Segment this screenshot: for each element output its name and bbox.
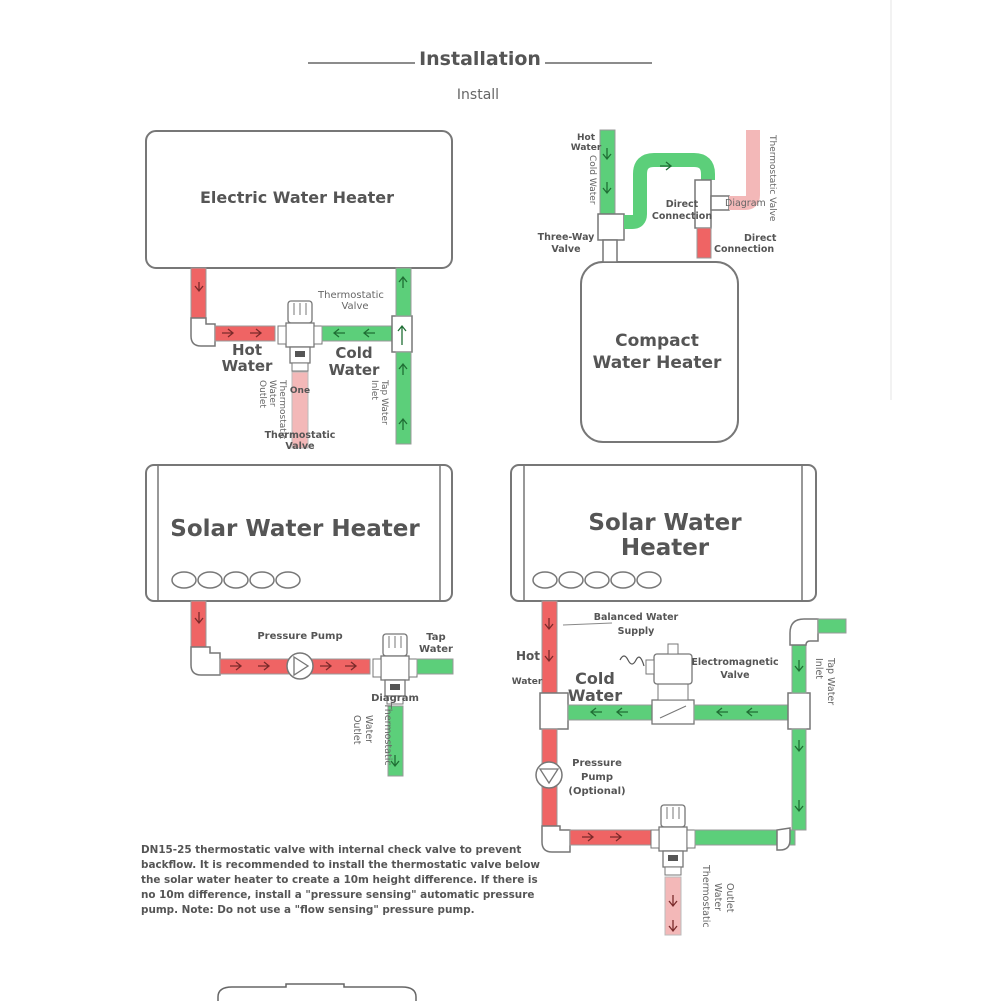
- cold-pipe: [395, 351, 412, 445]
- svg-text:Water: Water: [329, 361, 380, 379]
- tap-water-label: Tap: [426, 632, 445, 643]
- svg-text:Valve: Valve: [551, 244, 580, 255]
- electric-heater-tank: [145, 130, 453, 269]
- cold-pipe: [817, 618, 847, 634]
- svg-text:One: One: [290, 386, 310, 396]
- hot-pipe: [190, 267, 207, 321]
- svg-text:Water: Water: [712, 883, 723, 911]
- svg-text:Valve: Valve: [720, 670, 749, 681]
- svg-text:Connection: Connection: [714, 244, 774, 255]
- svg-text:Tap Water: Tap Water: [379, 379, 389, 425]
- cold-pipe: [791, 728, 807, 831]
- outlet-pipe: [387, 705, 404, 777]
- elbow-fitting: [190, 317, 216, 347]
- svg-text:(Optional): (Optional): [568, 786, 625, 797]
- svg-text:Valve: Valve: [285, 441, 314, 452]
- cold-pipe: [599, 129, 616, 215]
- svg-text:Water: Water: [267, 380, 277, 407]
- thermostatic-valve-icon: [650, 804, 696, 876]
- hot-pipe: [214, 325, 276, 342]
- svg-text:Heater: Heater: [621, 535, 710, 561]
- tap-water-inlet-label: Inlet Tap Water: [369, 379, 389, 425]
- balanced-supply-label: Balanced Water: [594, 612, 679, 623]
- next-heater-tank-partial: [217, 983, 417, 1001]
- svg-text:Outlet: Outlet: [257, 380, 267, 408]
- svg-text:Water: Water: [568, 686, 622, 705]
- svg-text:Hot: Hot: [577, 133, 596, 143]
- pressure-pump-label: Pressure: [572, 758, 622, 769]
- svg-text:Connection: Connection: [652, 211, 712, 222]
- three-way-valve-label: Three-Way: [538, 232, 596, 243]
- cold-pipe: [694, 829, 796, 846]
- svg-text:Tap Water: Tap Water: [825, 657, 836, 705]
- svg-text:Water: Water: [222, 357, 273, 375]
- svg-text:Inlet: Inlet: [369, 380, 379, 400]
- cold-pipe: [321, 325, 393, 342]
- solar-tubes-icon: [171, 571, 301, 589]
- svg-text:Direct: Direct: [666, 199, 699, 210]
- svg-text:Outlet: Outlet: [351, 715, 362, 745]
- hot-water-label: Hot: [516, 649, 540, 663]
- svg-text:Diagram: Diagram: [371, 693, 419, 704]
- solar-tubes-icon: [532, 571, 662, 589]
- outlet-label: Thermostatic Water Outlet: [700, 864, 735, 928]
- cold-water-label: Cold: [575, 669, 615, 688]
- svg-text:Inlet: Inlet: [813, 658, 824, 679]
- svg-text:Thermostatic: Thermostatic: [700, 864, 711, 928]
- solar-pump-diagram: Solar Water Heater Pressure Pump Tap Wat…: [145, 464, 454, 777]
- svg-text:Water: Water: [512, 677, 543, 687]
- cold-pipe: [395, 267, 412, 317]
- svg-text:Water: Water: [419, 644, 453, 655]
- cold-pipe: [567, 704, 653, 721]
- installation-note: DN15-25 thermostatic valve with internal…: [141, 844, 540, 916]
- cold-pipe: [693, 704, 793, 721]
- svg-text:Thermostatic: Thermostatic: [265, 430, 336, 441]
- cold-water-label: Cold Water: [587, 155, 597, 205]
- hot-pipe: [696, 227, 712, 259]
- svg-text:Water: Water: [571, 143, 602, 153]
- electric-heater-label: Electric Water Heater: [200, 188, 394, 207]
- hot-pipe: [190, 600, 207, 650]
- page-subtitle: Install: [457, 87, 499, 103]
- hot-water-label: Hot: [232, 341, 262, 359]
- outlet-label: Thermostatic: [382, 702, 393, 766]
- solar-heater-tank: [510, 464, 817, 602]
- svg-text:Supply: Supply: [618, 626, 655, 637]
- electromagnetic-valve-icon: [619, 643, 695, 725]
- svg-text:Pump: Pump: [581, 772, 613, 783]
- valve-label: Thermostatic: [317, 290, 384, 301]
- svg-text:Thermostatic: Thermostatic: [382, 702, 393, 766]
- svg-text:Water Heater: Water Heater: [593, 353, 722, 373]
- solar-heater-tank: [145, 464, 453, 602]
- page-edge-divider: [890, 0, 892, 400]
- solar-heater-label: Solar Water: [588, 510, 742, 536]
- svg-text:Valve: Valve: [341, 301, 368, 312]
- electromagnetic-valve-label: Electromagnetic: [691, 657, 778, 668]
- svg-text:Water: Water: [363, 715, 374, 743]
- outlet-label: Outlet Water Thermostatic: [257, 379, 287, 439]
- page-title: Installation: [419, 48, 541, 70]
- thermostatic-valve-icon: [277, 300, 323, 372]
- outlet-pipe: [291, 371, 309, 449]
- svg-text:Outlet: Outlet: [724, 883, 735, 913]
- cold-pipe-loop: [624, 153, 715, 229]
- solar-balanced-diagram: Solar Water Heater: [510, 464, 847, 936]
- hot-pipe: [541, 600, 558, 694]
- pressure-pump-label: Pressure Pump: [257, 631, 342, 642]
- three-way-valve: [597, 213, 625, 241]
- solar-heater-label: Solar Water Heater: [170, 516, 420, 542]
- thermostatic-valve-label: Thermostatic Valve: [767, 134, 777, 222]
- direct-connection-label: Direct: [744, 233, 777, 244]
- cold-pipe: [416, 658, 454, 675]
- compact-heater-tank: [580, 261, 739, 443]
- cold-water-label: Cold: [335, 344, 372, 362]
- svg-text:Thermostatic: Thermostatic: [277, 379, 287, 439]
- compact-heater-label: Compact: [615, 331, 699, 351]
- electric-heater-diagram: Electric Water Heater Thermostatic Valve…: [145, 130, 453, 452]
- tap-water-inlet-label: Tap Water Inlet: [813, 657, 836, 705]
- svg-text:Diagram: Diagram: [725, 198, 766, 209]
- compact-heater-diagram: Compact Water Heater Hot Water Cold Wate…: [538, 129, 777, 443]
